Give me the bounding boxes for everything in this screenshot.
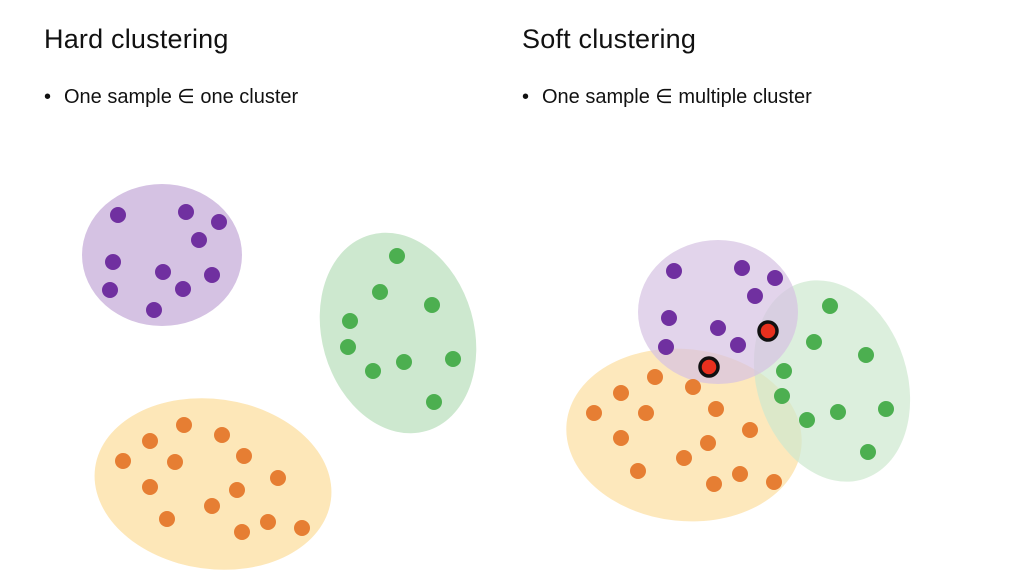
orange-data-point bbox=[638, 405, 654, 421]
orange-data-point bbox=[142, 479, 158, 495]
purple-data-point bbox=[110, 207, 126, 223]
purple-data-point bbox=[730, 337, 746, 353]
purple-data-point bbox=[204, 267, 220, 283]
hard-clustering-bullet-text: One sample ∈ one cluster bbox=[64, 86, 299, 108]
orange-data-point bbox=[732, 466, 748, 482]
purple-data-point bbox=[178, 204, 194, 220]
soft-orange-points bbox=[586, 369, 782, 492]
green-data-point bbox=[776, 363, 792, 379]
soft-green-points bbox=[774, 298, 894, 460]
green-data-point bbox=[342, 313, 358, 329]
orange-data-point bbox=[613, 430, 629, 446]
orange-data-point bbox=[700, 435, 716, 451]
orange-data-point bbox=[766, 474, 782, 490]
hard-green-points bbox=[340, 248, 461, 410]
soft-clustering-title: Soft clustering bbox=[522, 24, 697, 54]
green-data-point bbox=[389, 248, 405, 264]
orange-data-point bbox=[613, 385, 629, 401]
soft-purple-points bbox=[658, 260, 783, 355]
bullet-glyph: • bbox=[522, 86, 530, 108]
green-data-point bbox=[799, 412, 815, 428]
hard-orange-points bbox=[115, 417, 310, 540]
orange-data-point bbox=[214, 427, 230, 443]
orange-data-point bbox=[236, 448, 252, 464]
green-data-point bbox=[424, 297, 440, 313]
orange-data-point bbox=[270, 470, 286, 486]
orange-data-point bbox=[142, 433, 158, 449]
shared-data-point bbox=[698, 356, 720, 378]
orange-data-point bbox=[260, 514, 276, 530]
green-data-point bbox=[878, 401, 894, 417]
purple-data-point bbox=[734, 260, 750, 276]
orange-data-point bbox=[742, 422, 758, 438]
purple-data-point bbox=[767, 270, 783, 286]
purple-data-point bbox=[146, 302, 162, 318]
orange-data-point bbox=[630, 463, 646, 479]
shared-data-point bbox=[757, 320, 779, 342]
green-data-point bbox=[774, 388, 790, 404]
green-data-point bbox=[445, 351, 461, 367]
orange-data-point bbox=[676, 450, 692, 466]
soft-clustering-panel bbox=[566, 240, 911, 522]
green-data-point bbox=[340, 339, 356, 355]
soft-clustering-bullet: • One sample ∈ multiple cluster bbox=[522, 84, 812, 109]
soft-clustering-bullet-text: One sample ∈ multiple cluster bbox=[542, 86, 812, 108]
orange-data-point bbox=[229, 482, 245, 498]
orange-data-point bbox=[167, 454, 183, 470]
hard-purple-points bbox=[102, 204, 227, 318]
orange-data-point bbox=[586, 405, 602, 421]
purple-data-point bbox=[661, 310, 677, 326]
orange-data-point bbox=[159, 511, 175, 527]
purple-data-point bbox=[211, 214, 227, 230]
orange-data-point bbox=[706, 476, 722, 492]
green-data-point bbox=[806, 334, 822, 350]
orange-data-point bbox=[204, 498, 220, 514]
hard-clustering-title: Hard clustering bbox=[44, 24, 229, 54]
purple-data-point bbox=[155, 264, 171, 280]
green-data-point bbox=[372, 284, 388, 300]
green-data-point bbox=[822, 298, 838, 314]
hard-clustering-bullet: • One sample ∈ one cluster bbox=[44, 84, 298, 109]
hard-green-cluster bbox=[319, 232, 477, 434]
orange-data-point bbox=[708, 401, 724, 417]
green-data-point bbox=[830, 404, 846, 420]
hard-purple-cluster bbox=[82, 184, 242, 326]
orange-data-point bbox=[647, 369, 663, 385]
purple-data-point bbox=[666, 263, 682, 279]
bullet-glyph: • bbox=[44, 86, 52, 108]
purple-data-point bbox=[658, 339, 674, 355]
purple-data-point bbox=[105, 254, 121, 270]
green-data-point bbox=[426, 394, 442, 410]
purple-data-point bbox=[747, 288, 763, 304]
purple-data-point bbox=[175, 281, 191, 297]
orange-data-point bbox=[176, 417, 192, 433]
green-data-point bbox=[858, 347, 874, 363]
green-data-point bbox=[396, 354, 412, 370]
hard-clustering-panel bbox=[82, 184, 477, 570]
orange-data-point bbox=[294, 520, 310, 536]
green-data-point bbox=[365, 363, 381, 379]
green-data-point bbox=[860, 444, 876, 460]
orange-data-point bbox=[115, 453, 131, 469]
purple-data-point bbox=[102, 282, 118, 298]
orange-data-point bbox=[685, 379, 701, 395]
purple-data-point bbox=[191, 232, 207, 248]
hard-orange-cluster bbox=[94, 398, 332, 570]
shared-points bbox=[698, 320, 779, 378]
purple-data-point bbox=[710, 320, 726, 336]
orange-data-point bbox=[234, 524, 250, 540]
